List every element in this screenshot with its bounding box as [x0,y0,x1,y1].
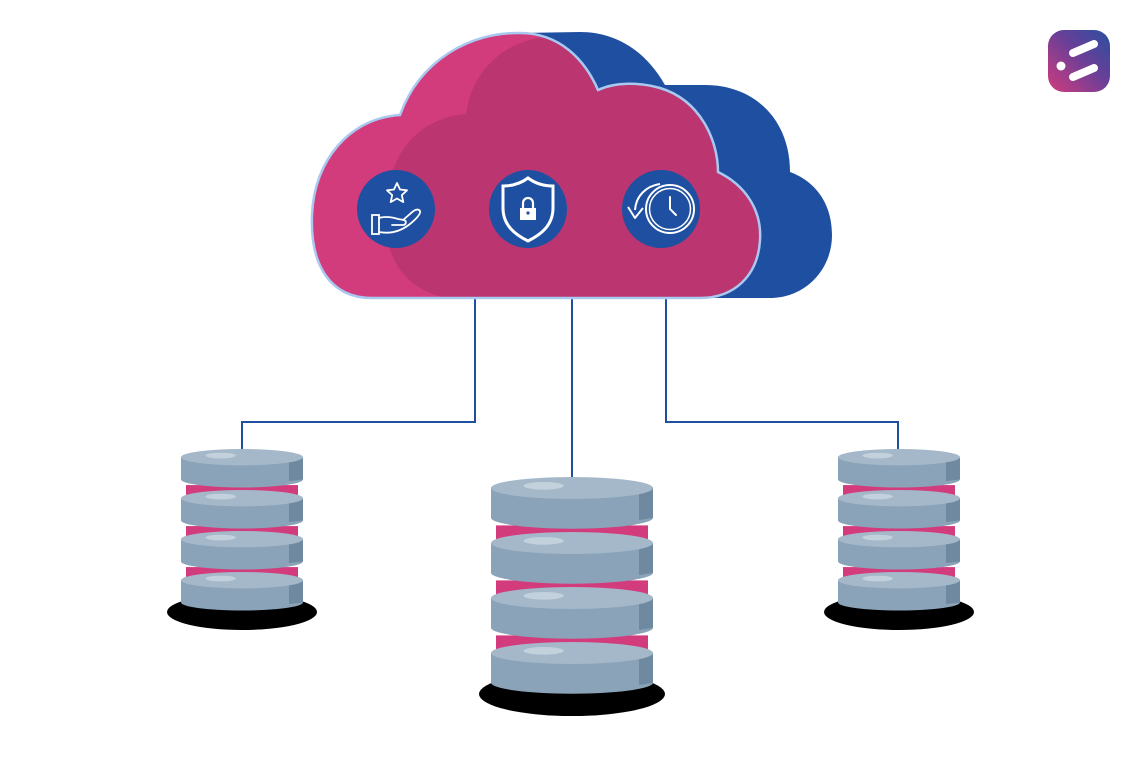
shield-lock-icon [489,170,567,248]
hand-star-icon [357,170,435,248]
database-disk [838,449,960,488]
database-disk [181,572,303,611]
connector-lines [241,298,899,480]
connector-left [241,298,476,452]
database-disk [491,642,653,694]
database-disk [838,572,960,611]
databases [167,449,974,716]
database-left [167,449,317,630]
cloud-outline [310,31,762,300]
database-disk [491,477,653,529]
database-right [824,449,974,630]
database-disk [181,449,303,488]
cloud [310,31,832,300]
database-disk [838,490,960,529]
clock-restore-icon [622,170,700,248]
database-disk [491,587,653,639]
database-disk [181,531,303,570]
database-disk [491,532,653,584]
database-center [479,477,665,716]
database-disk [838,531,960,570]
database-disk [181,490,303,529]
brand-logo [1048,30,1110,92]
connector-right [665,298,899,452]
